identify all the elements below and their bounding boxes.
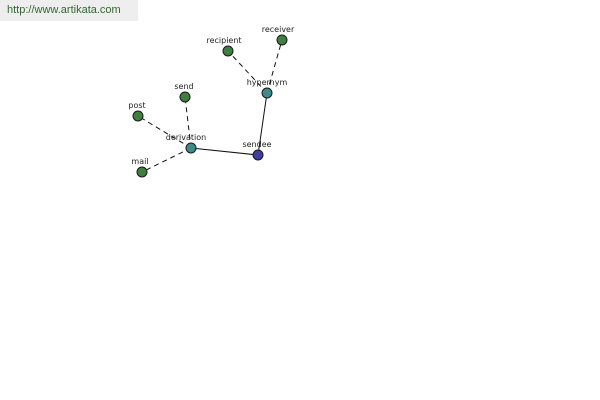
node-derivation[interactable] <box>185 142 197 154</box>
node-label-sendee: sendee <box>242 140 271 149</box>
edge-hypernym-recipient <box>227 50 268 94</box>
node-hypernym[interactable] <box>261 87 273 99</box>
node-label-mail: mail <box>131 157 148 166</box>
nodes-layer <box>132 34 288 178</box>
edge-derivation-mail <box>141 147 192 173</box>
node-label-receiver: receiver <box>262 25 295 34</box>
node-sendee[interactable] <box>252 149 264 161</box>
node-receiver[interactable] <box>276 34 288 46</box>
edge-sendee-hypernym <box>257 92 268 156</box>
node-post[interactable] <box>132 110 144 122</box>
node-mail[interactable] <box>136 166 148 178</box>
edge-derivation-post <box>137 115 192 149</box>
node-label-derivation: derivation <box>166 133 206 142</box>
node-send[interactable] <box>179 91 191 103</box>
node-label-post: post <box>128 101 145 110</box>
node-label-send: send <box>174 82 193 91</box>
source-link[interactable]: http://www.artikata.com <box>0 0 138 21</box>
node-label-hypernym: hypernym <box>247 78 288 87</box>
edges-layer <box>137 39 283 173</box>
node-recipient[interactable] <box>222 45 234 57</box>
edge-hypernym-receiver <box>266 39 283 94</box>
edge-sendee-derivation <box>190 147 259 156</box>
node-label-recipient: recipient <box>206 36 241 45</box>
labels-layer: sendee hypernym derivation recipient receive… <box>128 25 295 166</box>
